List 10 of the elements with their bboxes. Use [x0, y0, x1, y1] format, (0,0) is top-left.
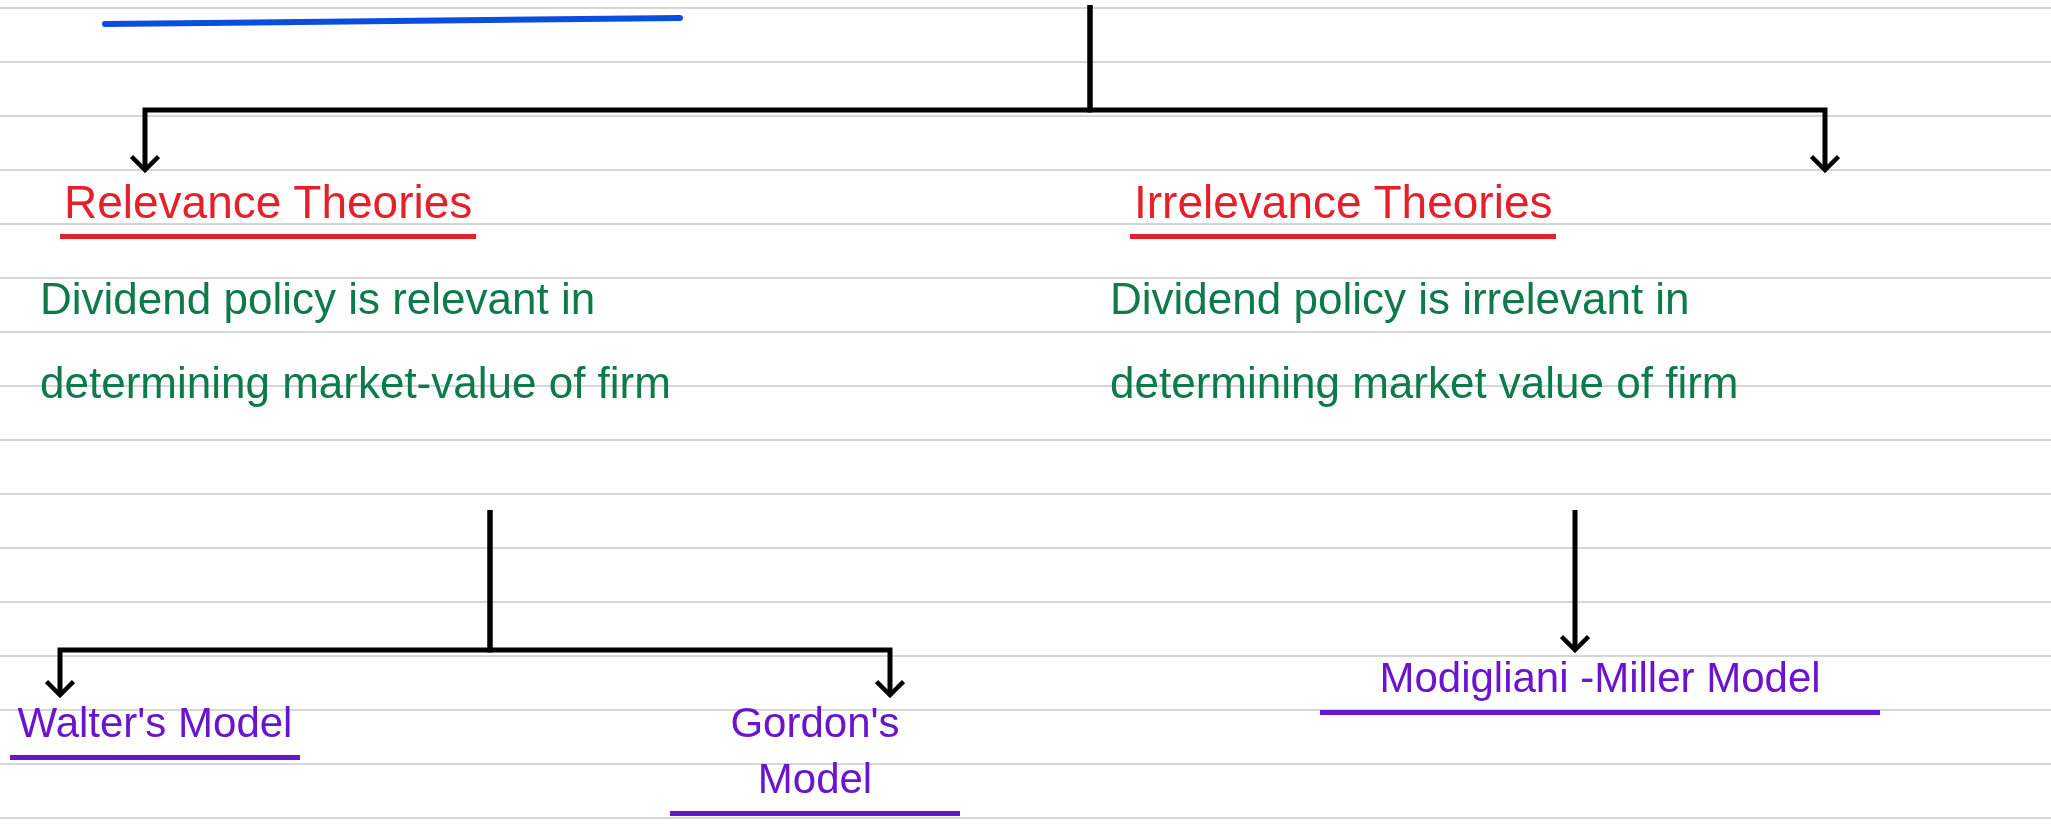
description: Dividend policy is irrelevant in determining market value of firm — [1110, 273, 1740, 409]
arrow — [487, 510, 906, 698]
model-name: Modigliani -Miller Model — [1320, 650, 1880, 715]
arrow — [1087, 5, 1841, 173]
heading: Relevance Theories — [60, 170, 477, 239]
model-name: Gordon's Model — [670, 695, 960, 816]
heading: Irrelevance Theories — [1130, 170, 1557, 239]
description: Dividend policy is relevant in determining market-value of firm — [40, 273, 672, 409]
arrow — [1559, 510, 1591, 653]
model-name: Walter's Model — [10, 695, 300, 760]
